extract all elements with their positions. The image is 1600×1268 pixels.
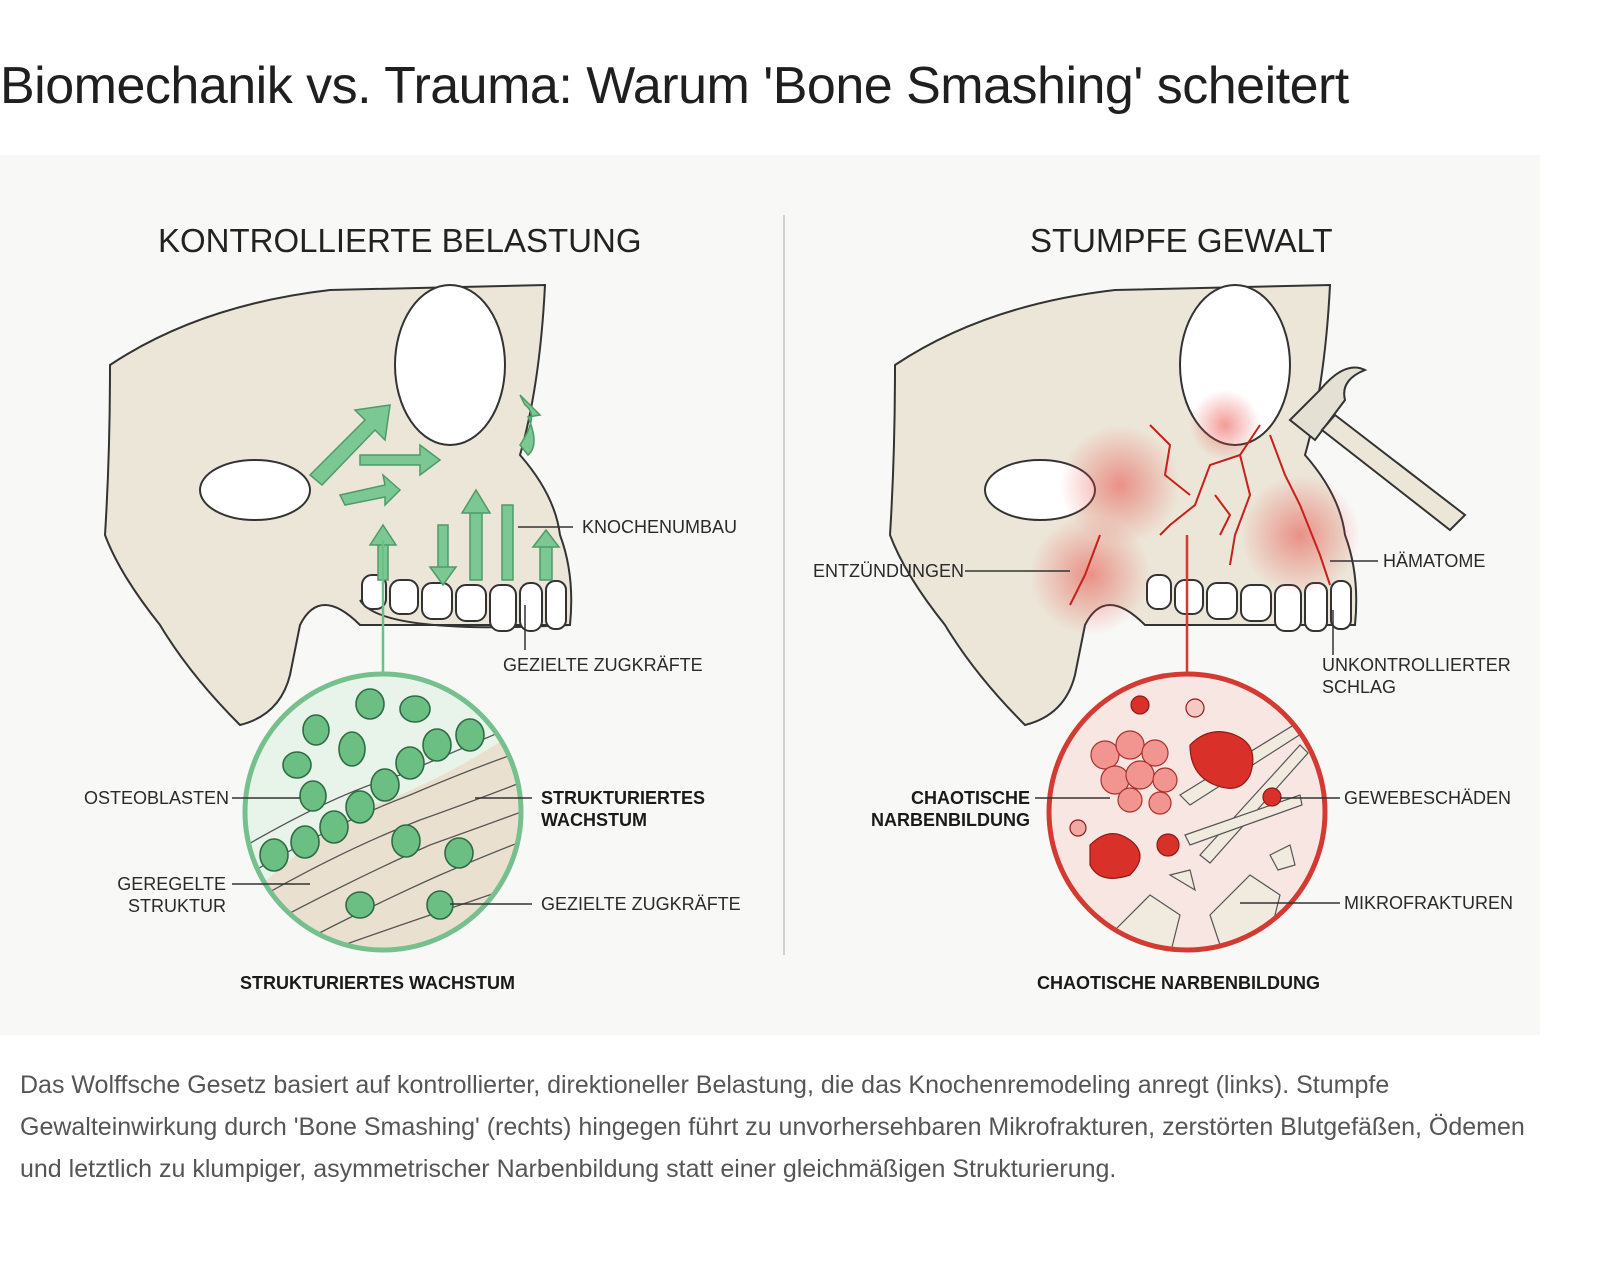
force-arrows xyxy=(308,394,561,587)
inflammation-areas xyxy=(1030,390,1360,635)
right-panel-footer: CHAOTISCHE NARBENBILDUNG xyxy=(1037,973,1320,993)
label-gezielte-zugkraefte-bottom: GEZIELTE ZUGKRÄFTE xyxy=(541,894,741,914)
hammer-icon xyxy=(1288,366,1467,532)
left-panel-footer: STRUKTURIERTES WACHSTUM xyxy=(240,973,515,993)
label-gewebeschaeden: GEWEBESCHÄDEN xyxy=(1344,788,1512,808)
label-strukturiertes-wachstum: STRUKTURIERTES WACHSTUM xyxy=(541,788,706,830)
left-leader-lines xyxy=(232,526,573,905)
right-leader-lines xyxy=(965,560,1378,904)
label-mikrofrakturen: MIKROFRAKTUREN xyxy=(1344,893,1514,913)
fracture-cracks xyxy=(1069,424,1331,606)
page-title: Biomechanik vs. Trauma: Warum 'Bone Smas… xyxy=(0,57,1349,115)
comparison-illustration: KONTROLLIERTE BELASTUNG STUMPFE GEWALT K… xyxy=(0,155,1540,1035)
left-skull xyxy=(103,283,573,727)
left-zoom-lens xyxy=(242,671,524,953)
label-osteoblasten: OSTEOBLASTEN xyxy=(84,788,230,808)
label-gezielte-zugkraefte-top: GEZIELTE ZUGKRÄFTE xyxy=(503,655,703,675)
illustration-graphic xyxy=(103,215,1467,955)
right-panel-heading: STUMPFE GEWALT xyxy=(1030,222,1333,259)
right-zoom-lens xyxy=(1046,671,1328,953)
label-entzuendungen: ENTZÜNDUNGEN xyxy=(813,561,964,581)
label-geregelte-struktur: GEREGELTE STRUKTUR xyxy=(117,874,226,916)
label-unkontrollierter-schlag: UNKONTROLLIERTER SCHLAG xyxy=(1322,655,1511,697)
left-panel-heading: KONTROLLIERTE BELASTUNG xyxy=(158,222,642,259)
label-knochenumbau: KNOCHENUMBAU xyxy=(582,517,738,537)
label-haematome: HÄMATOME xyxy=(1383,551,1486,571)
label-chaotische-narbenbildung: CHAOTISCHE NARBENBILDUNG xyxy=(871,788,1030,830)
figure-caption: Das Wolffsche Gesetz basiert auf kontrol… xyxy=(20,1071,1525,1183)
